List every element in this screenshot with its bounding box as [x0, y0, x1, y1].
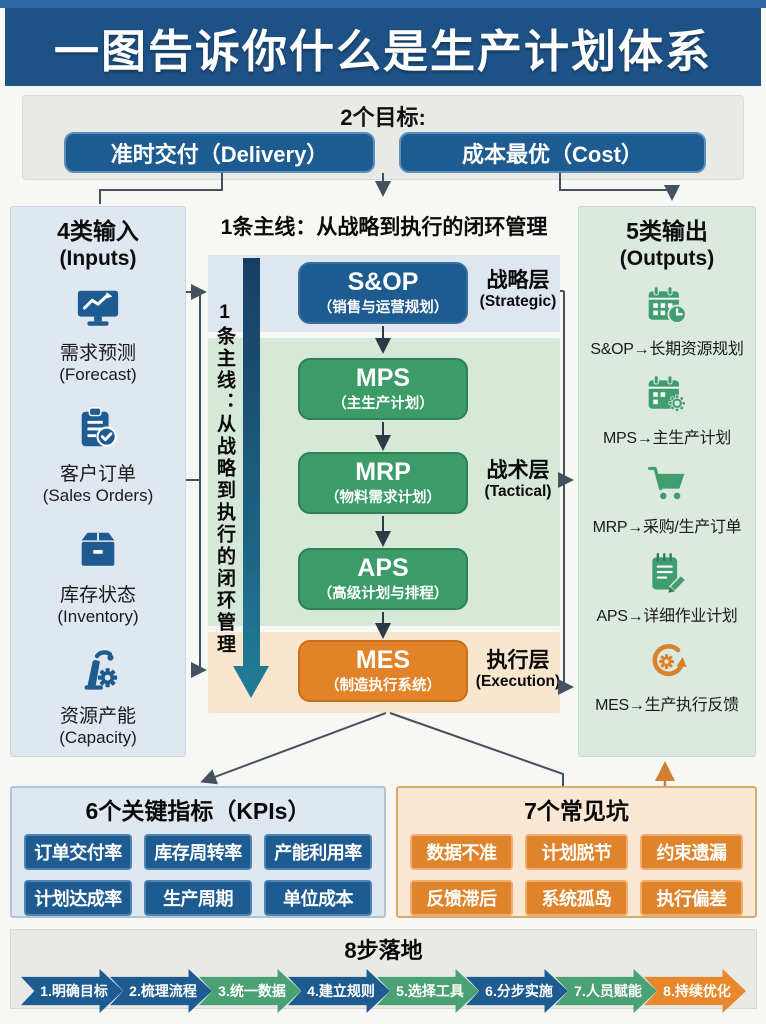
- kpi-item: 库存周转率: [144, 834, 252, 870]
- pitfall-item: 约束遗漏: [640, 834, 743, 870]
- outputs-header: 5类输出 (Outputs): [619, 218, 715, 270]
- output-item-sop: S&OP→长期资源规划: [590, 284, 744, 359]
- input-item-capacity: 资源产能 (Capacity): [59, 647, 137, 748]
- step-item: 3.统一数据: [199, 969, 301, 1013]
- mainline-arrow-head: [233, 666, 269, 698]
- stage-mps: MPS （主生产计划）: [298, 358, 468, 420]
- kpi-grid: 订单交付率 库存周转率 产能利用率 计划达成率 生产周期 单位成本: [24, 834, 372, 916]
- kpi-item: 单位成本: [264, 880, 372, 916]
- top-strip: [0, 0, 766, 8]
- pitfalls-header: 7个常见坑: [524, 798, 629, 824]
- input-item-forecast: 需求预测 (Forecast): [59, 284, 137, 385]
- title-band: 一图告诉你什么是生产计划体系: [5, 8, 761, 86]
- kpi-item: 订单交付率: [24, 834, 132, 870]
- kpi-item: 计划达成率: [24, 880, 132, 916]
- pitfall-item: 反馈滞后: [410, 880, 513, 916]
- output-item-aps: APS→详细作业计划: [596, 551, 738, 626]
- pitfall-item: 数据不准: [410, 834, 513, 870]
- goal-delivery-button: 准时交付（Delivery）: [64, 132, 375, 173]
- cycle-gear-icon: [645, 640, 689, 684]
- inputs-header: 4类输入 (Inputs): [57, 218, 139, 270]
- inputs-panel: 4类输入 (Inputs) 需求预测 (Forecast): [10, 206, 186, 757]
- step-item: 2.梳理流程: [110, 969, 212, 1013]
- step-item: 4.建立规则: [288, 969, 390, 1013]
- step-item: 6.分步实施: [466, 969, 568, 1013]
- kpi-item: 生产周期: [144, 880, 252, 916]
- kpi-item: 产能利用率: [264, 834, 372, 870]
- pitfall-item: 计划脱节: [525, 834, 628, 870]
- outputs-panel: 5类输出 (Outputs) S&OP→长期资源规划: [578, 206, 756, 757]
- pitfall-item: 执行偏差: [640, 880, 743, 916]
- calendar-clock-icon: [645, 284, 689, 328]
- step-item: 1.明确目标: [21, 969, 123, 1013]
- kpi-header: 6个关键指标（KPIs）: [85, 798, 311, 824]
- goal-cost-button: 成本最优（Cost）: [399, 132, 706, 173]
- package-box-icon: [75, 526, 121, 572]
- label-execution-layer: 执行层 (Execution): [475, 649, 561, 691]
- stage-mes: MES （制造执行系统）: [298, 640, 468, 702]
- pitfalls-section: 7个常见坑 数据不准 计划脱节 约束遗漏 反馈滞后 系统孤岛 执行偏差: [396, 786, 757, 918]
- steps-chevrons: 1.明确目标 2.梳理流程 3.统一数据 4.建立规则 5.选择工具 6.分步实…: [21, 969, 746, 1013]
- robot-arm-gear-icon: [75, 647, 121, 693]
- label-tactical-layer: 战术层 (Tactical): [484, 459, 552, 501]
- goals-header: 2个目标:: [340, 105, 426, 130]
- steps-header: 8步落地: [344, 938, 423, 963]
- stage-aps: APS （高级计划与排程）: [298, 548, 468, 610]
- output-item-mps: MPS→主生产计划: [603, 373, 731, 448]
- stage-sop: S&OP （销售与运营规划）: [298, 262, 468, 324]
- monitor-chart-icon: [75, 284, 121, 330]
- input-item-inventory: 库存状态 (Inventory): [57, 526, 139, 627]
- label-strategic-layer: 战略层 (Strategic): [479, 269, 557, 311]
- kpi-section: 6个关键指标（KPIs） 订单交付率 库存周转率 产能利用率 计划达成率 生产周…: [10, 786, 386, 918]
- cart-icon: [645, 462, 689, 506]
- steps-section: 8步落地 1.明确目标 2.梳理流程 3.统一数据 4.建立规则 5.选择工具 …: [10, 929, 757, 1013]
- step-item: 8.持续优化: [644, 969, 746, 1013]
- notepad-pencil-icon: [645, 551, 689, 595]
- stage-mrp: MRP （物料需求计划）: [298, 452, 468, 514]
- mainline-arrow-bar: [243, 258, 260, 668]
- pitfall-item: 系统孤岛: [525, 880, 628, 916]
- calendar-gear-icon: [645, 373, 689, 417]
- clipboard-check-icon: [75, 405, 121, 451]
- pitfalls-grid: 数据不准 计划脱节 约束遗漏 反馈滞后 系统孤岛 执行偏差: [410, 834, 743, 916]
- output-item-mes: MES→生产执行反馈: [595, 640, 739, 715]
- mainline-vertical-label: 1条主线：从战略到执行的闭环管理: [214, 302, 235, 656]
- step-item: 5.选择工具: [377, 969, 479, 1013]
- page-title: 一图告诉你什么是生产计划体系: [53, 25, 712, 77]
- step-item: 7.人员赋能: [555, 969, 657, 1013]
- mainline-header: 1条主线：从战略到执行的闭环管理: [220, 216, 548, 239]
- output-item-mrp: MRP→采购/生产订单: [593, 462, 742, 537]
- input-item-sales-orders: 客户订单 (Sales Orders): [43, 405, 153, 506]
